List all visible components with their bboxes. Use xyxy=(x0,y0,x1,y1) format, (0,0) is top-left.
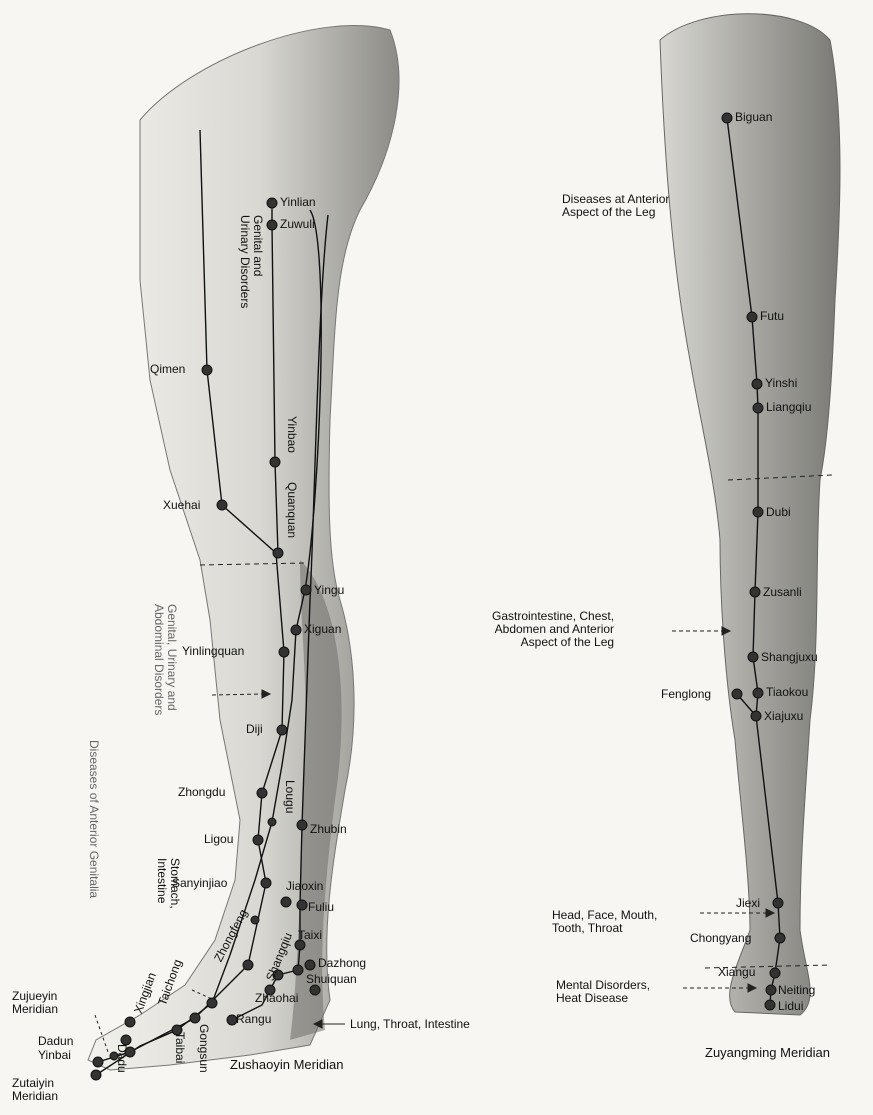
point-label-neiting: Neiting xyxy=(778,984,815,997)
point-label-rangu: Rangu xyxy=(236,1013,271,1026)
point-label-dubi: Dubi xyxy=(766,506,791,519)
point-label-liangqiu: Liangqiu xyxy=(766,401,811,414)
point-label-taixi: Taixi xyxy=(298,929,322,942)
point-label-dadu: Dadu xyxy=(115,1044,128,1073)
point-label-jiexi: Jiexi xyxy=(736,897,760,910)
point-label-dazhong: Dazhong xyxy=(318,957,366,970)
point-label-jiaoxin: Jiaoxin xyxy=(286,880,323,893)
region-mental: Mental Disorders, Heat Disease xyxy=(556,979,650,1005)
point-label-fuliu: Fuliu xyxy=(308,901,334,914)
region-head-face: Head, Face, Mouth, Tooth, Throat xyxy=(552,909,657,935)
point-label-zhubin: Zhubin xyxy=(310,823,347,836)
point-label-yinbao: Yinbao xyxy=(285,416,298,453)
point-label-dadun: Dadun xyxy=(38,1035,73,1048)
point-label-tiaokou: Tiaokou xyxy=(766,686,808,699)
point-label-fenglong: Fenglong xyxy=(661,688,711,701)
point-label-yinlian: Yinlian xyxy=(280,196,316,209)
point-label-zhongdu: Zhongdu xyxy=(178,786,225,799)
point-label-xuehai: Xuehai xyxy=(163,499,200,512)
point-label-diji: Diji xyxy=(246,723,263,736)
region-genital-urinary: Genital and Urinary Disorders xyxy=(238,215,264,308)
point-label-xiajuxu: Xiajuxu xyxy=(764,710,803,723)
right-leg-outline xyxy=(660,14,840,1015)
point-label-zuwuli: Zuwuli xyxy=(280,218,315,231)
zujueyin-meridian-label: Zujueyin Meridian xyxy=(12,990,58,1016)
point-label-zusanli: Zusanli xyxy=(763,586,802,599)
region-gastro: Gastrointestine, Chest, Abdomen and Ante… xyxy=(492,610,614,649)
point-label-qimen: Qimen xyxy=(150,363,185,376)
right-figure-title: Zuyangming Meridian xyxy=(705,1045,830,1060)
point-label-yinshi: Yinshi xyxy=(765,377,797,390)
point-label-shuiquan: Shuiquan xyxy=(306,973,357,986)
left-figure-title: Zushaoyin Meridian xyxy=(230,1057,343,1072)
point-label-lougu: Lougu xyxy=(283,780,296,813)
region-genital-urinary-abdominal: Genital, Urinary and Abdominal Disorders xyxy=(152,604,178,715)
point-label-zhaohai: Zhaohai xyxy=(255,992,298,1005)
point-label-taibai: Taibai xyxy=(173,1032,186,1063)
point-label-xiangu: Xiangu xyxy=(718,966,755,979)
zutaiyin-meridian-label: Zutaiyin Meridian xyxy=(12,1077,58,1103)
point-label-chongyang: Chongyang xyxy=(690,932,751,945)
point-label-quanquan: Quanquan xyxy=(285,482,298,538)
point-label-yingu: Yingu xyxy=(314,584,344,597)
point-label-ligou: Ligou xyxy=(204,833,233,846)
region-lung-throat: Lung, Throat, Intestine xyxy=(350,1018,470,1031)
point-label-xiguan: Xiguan xyxy=(304,623,341,636)
region-anterior-leg: Diseases at Anterior Aspect of the Leg xyxy=(562,193,669,219)
point-label-yinlingquan: Yinlingquan xyxy=(182,645,244,658)
point-label-shangjuxu: Shangjuxu xyxy=(761,651,818,664)
point-label-yinbai: Yinbai xyxy=(38,1049,71,1062)
point-label-biguan: Biguan xyxy=(735,111,772,124)
point-label-futu: Futu xyxy=(760,310,784,323)
region-anterior-genitalia: Diseases of Anterior Genitalia xyxy=(87,740,100,898)
point-label-gongsun: Gongsun xyxy=(197,1024,210,1073)
point-label-lidui: Lidui xyxy=(778,1000,803,1013)
region-stomach-intestine: Stomach, Intestine xyxy=(155,858,181,909)
